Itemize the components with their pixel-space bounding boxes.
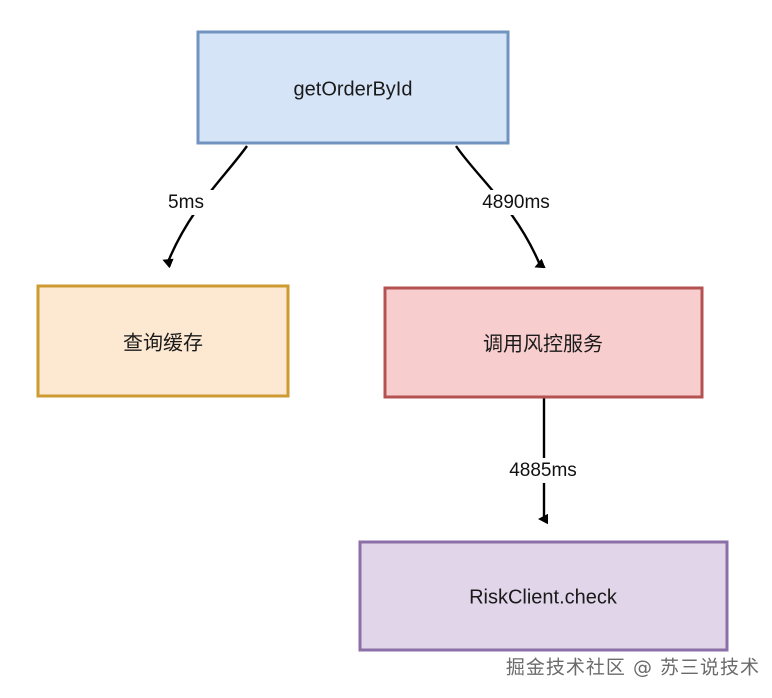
edge-get-order-to-query-cache: 5ms bbox=[155, 145, 248, 262]
edge-label-bg-cache bbox=[155, 190, 218, 215]
edge-label-bg-risk-client bbox=[497, 458, 590, 483]
edge-label-4885ms: 4885ms bbox=[509, 460, 577, 481]
node-box-call-risk-service[interactable] bbox=[383, 286, 704, 399]
watermark-text: 掘金技术社区 @ 苏三说技术 bbox=[506, 657, 760, 679]
node-label-get-order-by-id: getOrderById bbox=[294, 78, 413, 100]
edge-risk-service-to-risk-client: 4885ms bbox=[497, 398, 590, 519]
node-risk-client-check[interactable]: RiskClient.check bbox=[358, 540, 729, 652]
edge-label-5ms: 5ms bbox=[168, 192, 204, 213]
node-get-order-by-id[interactable]: getOrderById bbox=[196, 30, 510, 145]
edge-get-order-to-risk-service: 4890ms bbox=[455, 145, 563, 265]
node-box-get-order-by-id[interactable] bbox=[196, 30, 510, 145]
node-label-query-cache: 查询缓存 bbox=[123, 331, 203, 355]
node-box-risk-client-check[interactable] bbox=[358, 540, 729, 652]
node-box-query-cache[interactable] bbox=[36, 284, 290, 398]
node-query-cache[interactable]: 查询缓存 bbox=[36, 284, 290, 398]
edge-label-4890ms: 4890ms bbox=[482, 192, 550, 213]
node-label-risk-client-check: RiskClient.check bbox=[469, 586, 618, 608]
node-label-call-risk-service: 调用风控服务 bbox=[483, 332, 603, 356]
node-call-risk-service[interactable]: 调用风控服务 bbox=[383, 286, 704, 399]
edge-label-bg-risk bbox=[470, 190, 563, 215]
